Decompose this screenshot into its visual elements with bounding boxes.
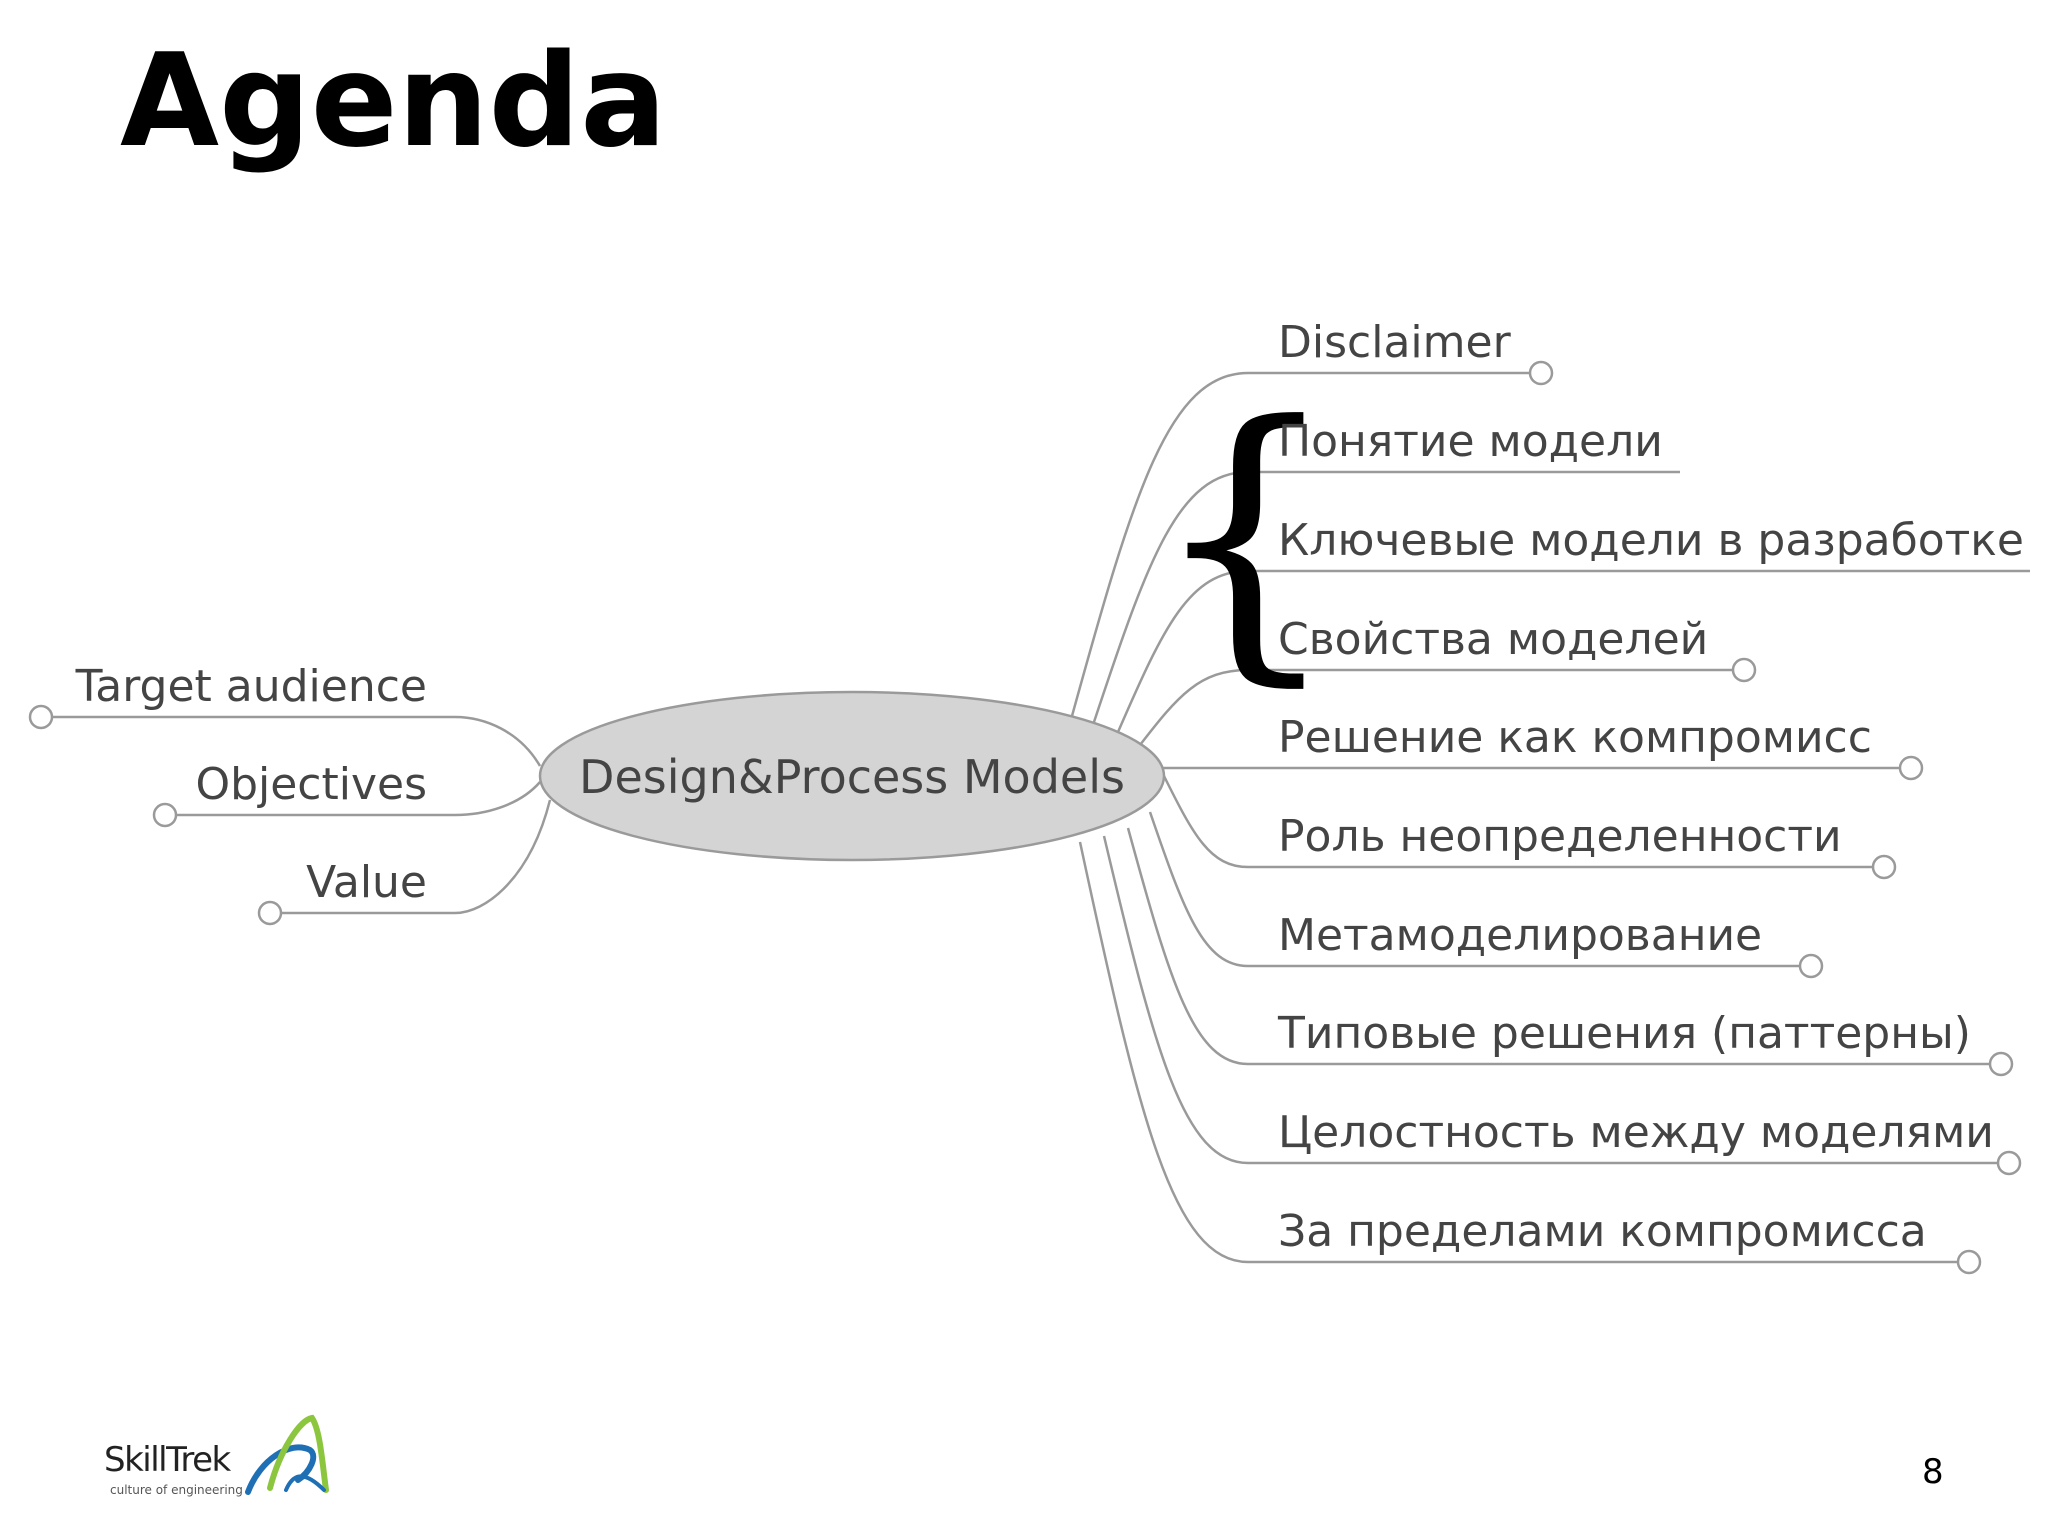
- branch-connector: [1162, 775, 1873, 869]
- logo-name: SkillTrek: [104, 1440, 231, 1480]
- slide-title: Agenda: [120, 27, 667, 176]
- branch-connector: [52, 715, 542, 767]
- branch-expand-handle[interactable]: [1898, 755, 1924, 781]
- logo-mark-icon: [245, 1414, 329, 1495]
- skilltrek-logo: SkillTrek culture of engineering: [100, 1400, 330, 1510]
- branch-connector: [1102, 835, 1998, 1165]
- mindmap-connectors: [52, 371, 2030, 1264]
- branch-label: Роль неопределенности: [1278, 811, 1842, 862]
- branch-expand-handle[interactable]: [1988, 1051, 2014, 1077]
- branch-connector: [1139, 668, 1733, 746]
- branch-label: Метамоделирование: [1278, 910, 1762, 961]
- branch-label: Ключевые модели в разработке: [1278, 515, 2024, 566]
- branch-expand-handle[interactable]: [1956, 1249, 1982, 1275]
- branch-connector: [1092, 470, 1680, 723]
- branch-label: Value: [306, 857, 427, 908]
- branch-connector: [1126, 827, 1990, 1066]
- branch-connector: [1070, 371, 1530, 717]
- branch-label: Понятие модели: [1278, 416, 1663, 467]
- branch-label: За пределами компромисса: [1278, 1206, 1927, 1257]
- branch-connector: [281, 799, 552, 915]
- branch-label: Решение как компромисс: [1278, 712, 1872, 763]
- branch-connector: [1078, 841, 1958, 1264]
- branch-connector: [1116, 569, 2030, 733]
- branch-expand-handle[interactable]: [1798, 953, 1824, 979]
- branch-expand-handle[interactable]: [28, 704, 54, 730]
- branch-expand-handle[interactable]: [1731, 657, 1757, 683]
- branch-label: Свойства моделей: [1278, 614, 1708, 665]
- branch-label: Disclaimer: [1278, 317, 1512, 368]
- branch-label: Типовые решения (паттерны): [1277, 1008, 1971, 1059]
- center-node: [538, 690, 1166, 862]
- logo-tagline: culture of engineering: [110, 1483, 243, 1497]
- branch-expand-handle[interactable]: [1996, 1150, 2022, 1176]
- center-node-label: Design&Process Models: [579, 750, 1125, 804]
- page-number: 8: [1922, 1452, 1944, 1492]
- branch-label: Objectives: [195, 759, 427, 810]
- branch-label: Целостность между моделями: [1278, 1107, 1994, 1158]
- grouping-brace: {: [1150, 362, 1341, 711]
- branch-connector: [176, 781, 541, 817]
- branch-label: Target audience: [75, 661, 427, 712]
- branch-expand-handle[interactable]: [1871, 854, 1897, 880]
- branch-connector: [1148, 811, 1800, 968]
- branch-expand-handle[interactable]: [257, 900, 283, 926]
- branch-expand-handle[interactable]: [1528, 360, 1554, 386]
- branch-expand-handle[interactable]: [152, 802, 178, 828]
